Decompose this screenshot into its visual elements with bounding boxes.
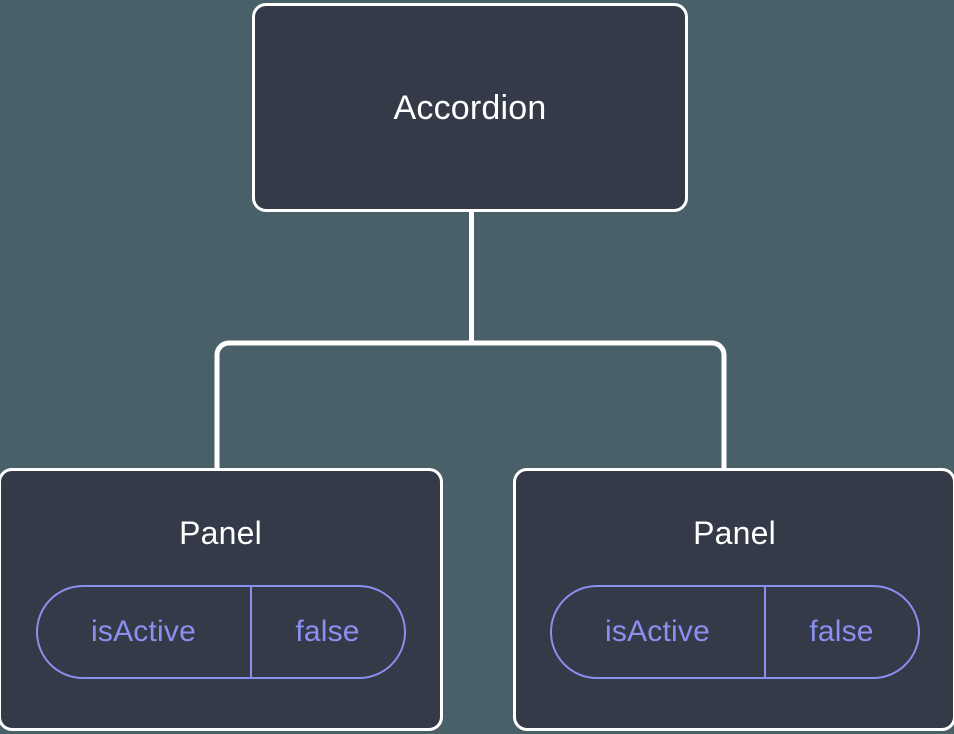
state-value-panel-0: false (295, 615, 360, 648)
state-badge-divider-panel-0 (249, 587, 252, 677)
node-accordion-label: Accordion (393, 88, 547, 127)
node-panel-1-label: Panel (693, 515, 776, 551)
connector-branch-right (471, 340, 727, 470)
node-panel-0-label: Panel (179, 515, 262, 551)
connector-branch-left (214, 340, 472, 470)
state-key-panel-1: isActive (605, 615, 710, 648)
node-panel-0[interactable]: Panel isActive false (0, 468, 443, 731)
node-accordion[interactable]: Accordion (252, 3, 688, 212)
node-panel-1[interactable]: Panel isActive false (513, 468, 954, 731)
state-badge-divider-panel-1 (763, 587, 766, 677)
state-value-panel-1: false (809, 615, 874, 648)
state-badge-panel-1[interactable]: isActive false (549, 585, 920, 679)
state-badge-panel-0[interactable]: isActive false (35, 585, 406, 679)
state-key-panel-0: isActive (91, 615, 196, 648)
